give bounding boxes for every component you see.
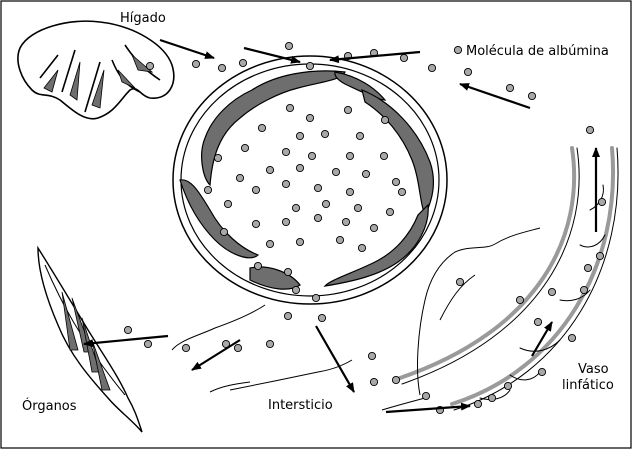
albumin-dot-icon: [386, 208, 393, 215]
albumin-dot-icon: [266, 166, 273, 173]
albumin-dot-icon: [598, 198, 605, 205]
albumin-dot-icon: [488, 394, 495, 401]
albumin-dot-icon: [392, 178, 399, 185]
albumin-dot-icon: [296, 238, 303, 245]
albumin-dot-icon: [146, 62, 153, 69]
albumin-dot-icon: [314, 184, 321, 191]
albumin-dot-icon: [370, 224, 377, 231]
label-organs: Órganos: [22, 399, 77, 414]
albumin-dot-icon: [296, 132, 303, 139]
albumin-dot-icon: [464, 68, 471, 75]
albumin-dot-icon: [284, 268, 291, 275]
arrow-icon: [160, 40, 214, 58]
albumin-dot-icon: [258, 124, 265, 131]
albumin-dot-icon: [506, 84, 513, 91]
arrow-icon: [192, 340, 240, 370]
albumin-dot-icon: [516, 296, 523, 303]
albumin-dot-icon: [534, 318, 541, 325]
albumin-dot-icon: [336, 236, 343, 243]
label-albumin-molecule: Molécula de albúmina: [466, 44, 609, 59]
albumin-dot-icon: [306, 114, 313, 121]
albumin-dot-icon: [474, 400, 481, 407]
albumin-dot-icon: [192, 60, 199, 67]
albumin-dot-icon: [292, 204, 299, 211]
albumin-dot-icon: [344, 106, 351, 113]
albumin-dot-icon: [321, 130, 328, 137]
albumin-dot-icon: [254, 262, 261, 269]
albumin-dot-icon: [456, 278, 463, 285]
albumin-dot-icon: [124, 326, 131, 333]
albumin-dot-icon: [322, 200, 329, 207]
albumin-dot-icon: [282, 148, 289, 155]
albumin-dot-icon: [282, 180, 289, 187]
albumin-dot-icon: [381, 116, 388, 123]
arrow-icon: [460, 84, 530, 108]
albumin-dot-icon: [220, 228, 227, 235]
albumin-dot-icon: [584, 264, 591, 271]
blood-vessel-drawing: [173, 56, 447, 304]
albumin-dot-icon: [504, 382, 511, 389]
label-lymph-vessel-line2: linfático: [562, 378, 614, 393]
albumin-dot-icon: [204, 186, 211, 193]
albumin-dot-icon: [362, 170, 369, 177]
albumin-dot-icon: [285, 42, 292, 49]
albumin-dot-icon: [306, 62, 313, 69]
albumin-dot-icon: [234, 344, 241, 351]
albumin-dot-icon: [346, 152, 353, 159]
albumin-dot-icon: [548, 288, 555, 295]
albumin-dot-icon: [538, 368, 545, 375]
albumin-dot-icon: [342, 218, 349, 225]
albumin-dot-icon: [356, 132, 363, 139]
albumin-dot-icon: [318, 314, 325, 321]
albumin-dot-icon: [224, 200, 231, 207]
albumin-dot-icon: [380, 152, 387, 159]
albumin-dot-icon: [398, 188, 405, 195]
albumin-dot-icon: [528, 92, 535, 99]
albumin-dot-icon: [354, 204, 361, 211]
albumin-dot-icon: [266, 240, 273, 247]
albumin-dot-icon: [236, 174, 243, 181]
albumin-dot-icon: [392, 376, 399, 383]
albumin-dot-icon: [332, 168, 339, 175]
albumin-dot-icon: [308, 152, 315, 159]
label-interstitium: Intersticio: [268, 398, 333, 413]
albumin-dot-icon: [266, 340, 273, 347]
albumin-dot-icon: [358, 244, 365, 251]
albumin-dot-icon: [368, 352, 375, 359]
albumin-dot-icon: [286, 104, 293, 111]
albumin-dot-icon: [282, 218, 289, 225]
albumin-dot-icon: [568, 334, 575, 341]
albumin-dot-icon: [586, 126, 593, 133]
albumin-dot-icon: [454, 46, 461, 53]
arrow-icon: [84, 336, 168, 344]
arrow-icon: [244, 48, 300, 62]
albumin-dot-icon: [312, 294, 319, 301]
albumin-dot-icon: [422, 392, 429, 399]
albumin-dot-icon: [284, 312, 291, 319]
albumin-dot-icon: [239, 59, 246, 66]
label-lymph-vessel-line1: Vaso: [578, 362, 609, 377]
albumin-dot-icon: [596, 252, 603, 259]
albumin-dot-icon: [218, 64, 225, 71]
albumin-dot-icon: [292, 286, 299, 293]
albumin-dot-icon: [296, 164, 303, 171]
albumin-dot-icon: [214, 154, 221, 161]
albumin-dot-icon: [428, 64, 435, 71]
albumin-dot-icon: [252, 186, 259, 193]
label-liver: Hígado: [120, 11, 166, 26]
albumin-dot-icon: [400, 54, 407, 61]
albumin-dot-icon: [314, 214, 321, 221]
albumin-dot-icon: [580, 286, 587, 293]
albumin-dot-icon: [144, 340, 151, 347]
albumin-dot-icon: [182, 344, 189, 351]
albumin-dot-icon: [346, 188, 353, 195]
arrow-icon: [316, 326, 354, 392]
albumin-dot-icon: [252, 220, 259, 227]
albumin-dot-icon: [370, 378, 377, 385]
albumin-dot-icon: [241, 144, 248, 151]
